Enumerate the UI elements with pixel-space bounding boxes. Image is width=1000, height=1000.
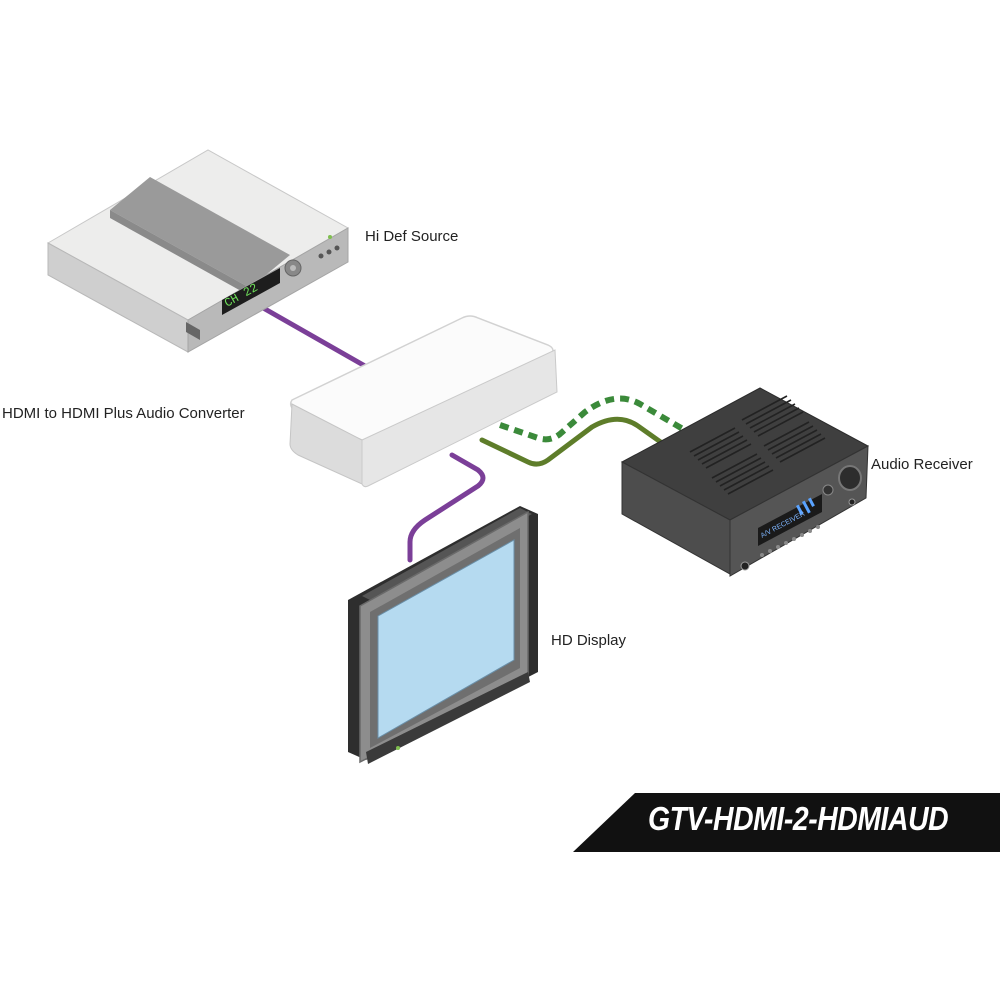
label-hi-def-source: Hi Def Source xyxy=(365,228,459,245)
hdmi-cable-converter-to-display xyxy=(407,452,486,563)
audio-receiver-device xyxy=(620,387,870,577)
label-hd-display: HD Display xyxy=(551,632,627,649)
audio-cable-solid xyxy=(479,416,665,467)
label-converter: HDMI to HDMI Plus Audio Converter xyxy=(2,405,245,422)
hi-def-source-device xyxy=(46,149,350,353)
converter-device xyxy=(289,315,558,488)
label-audio-receiver: Audio Receiver xyxy=(871,456,973,473)
model-number: GTV-HDMI-2-HDMIAUD xyxy=(648,800,949,837)
model-banner xyxy=(573,793,1000,852)
hd-display-device xyxy=(348,506,538,764)
audio-cable-dashed xyxy=(499,395,690,443)
hdmi-cable-source-to-converter xyxy=(255,302,375,373)
